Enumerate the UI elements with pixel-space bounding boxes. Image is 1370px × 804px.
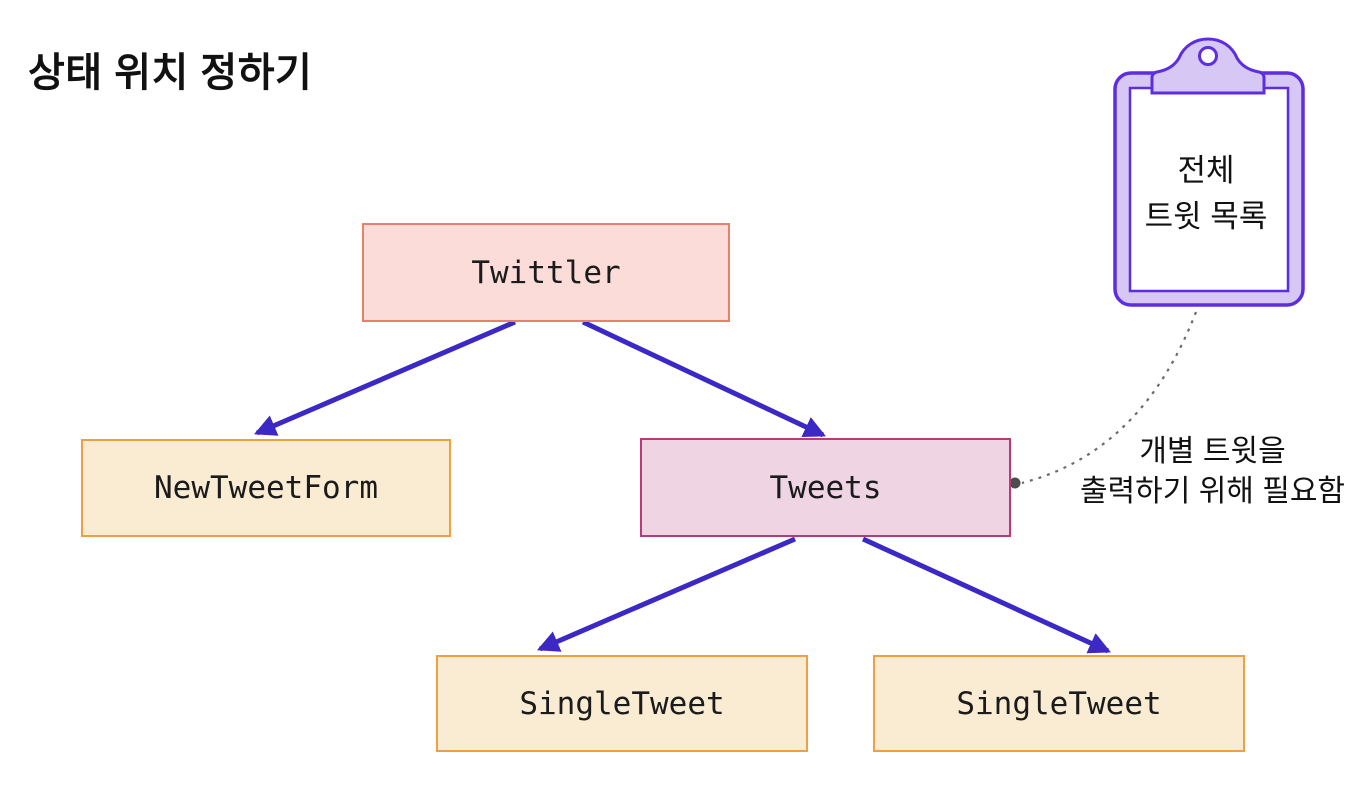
node-singletweet-right: SingleTweet [873,655,1245,752]
clipboard-note-line1: 전체 [1177,153,1235,188]
node-twittler-label: Twittler [471,254,621,291]
annotation-text: 개별 트윗을 출력하기 위해 필요함 [1055,432,1370,512]
node-singletweet-right-label: SingleTweet [956,685,1162,722]
edge-tweets-singletweet-right [861,536,1112,654]
edge-twittler-newtweetform [253,319,516,436]
node-tweets-label: Tweets [769,469,882,506]
node-twittler: Twittler [362,223,730,322]
node-tweets: Tweets [640,438,1011,537]
page-title: 상태 위치 정하기 [28,51,313,95]
annotation-line2: 출력하기 위해 필요함 [1079,475,1346,508]
connector-dot [1009,477,1021,489]
annotation-line1: 개별 트윗을 [1139,435,1286,468]
edge-twittler-tweets [581,319,826,438]
node-newtweetform-label: NewTweetForm [154,470,378,506]
node-singletweet-left: SingleTweet [436,655,808,752]
edge-tweets-singletweet-left [536,536,796,652]
clipboard-note-line2: 트윗 목록 [1144,199,1268,234]
clipboard-sticker: 전체 트윗 목록 [1106,33,1306,315]
clipboard-note: 전체 트윗 목록 [1106,148,1306,240]
node-singletweet-left-label: SingleTweet [519,685,725,722]
clipboard-icon [1113,37,1305,307]
node-newtweetform: NewTweetForm [81,439,451,537]
